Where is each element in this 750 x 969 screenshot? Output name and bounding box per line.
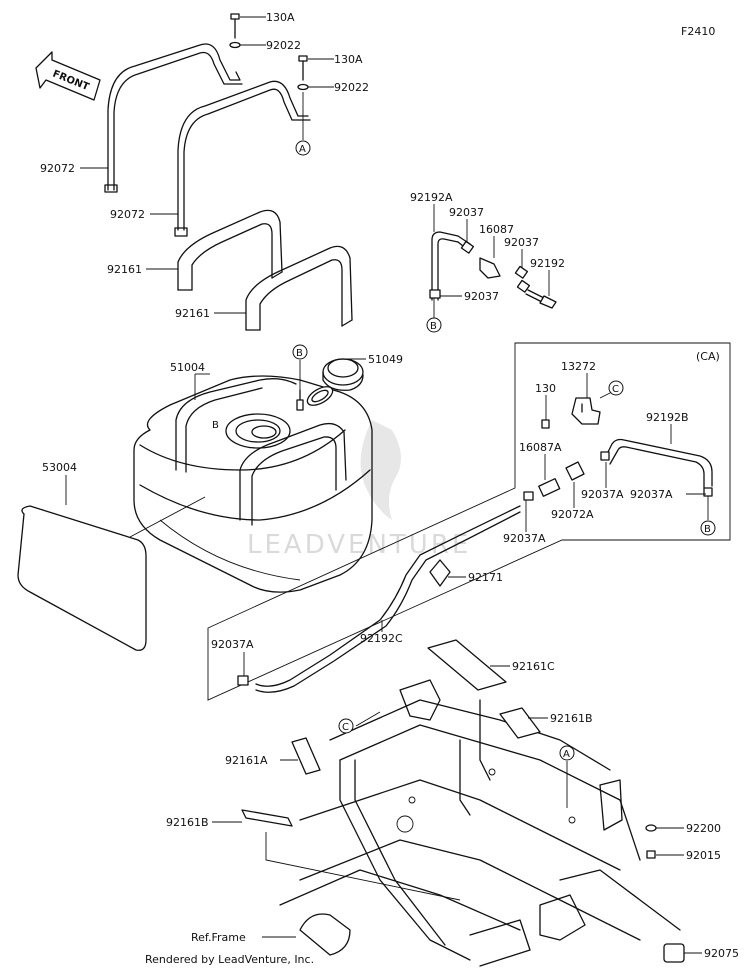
label-92037a-3: 92037A	[503, 532, 546, 545]
pad-92161c	[427, 639, 507, 691]
washer-92200	[645, 824, 657, 832]
bolt-130a-1	[229, 13, 241, 49]
tank-strap-2	[174, 80, 311, 237]
callout-a-top-label: A	[299, 144, 306, 155]
part-labels: 130A 92022 130A 92022 92072 92072 92161 …	[40, 11, 739, 960]
label-92161-2: 92161	[175, 307, 210, 320]
label-92161a: 92161A	[225, 754, 268, 767]
bolt-130a-2	[297, 55, 309, 91]
callout-c-frame-label: C	[342, 722, 349, 733]
canister-bracket	[571, 397, 601, 425]
vent-tube-92192c	[237, 505, 521, 693]
filler-neck-ring	[306, 386, 334, 406]
pad-92161b-1	[499, 707, 541, 739]
label-92200: 92200	[686, 822, 721, 835]
vent-hose-assembly	[429, 231, 557, 309]
tank-b-mark: B	[212, 420, 219, 431]
label-13272: 13272	[561, 360, 596, 373]
label-130: 130	[535, 382, 556, 395]
label-53004: 53004	[42, 461, 77, 474]
fuel-tank	[133, 375, 373, 593]
bolt-130	[541, 419, 550, 429]
callout-a-frame	[559, 745, 575, 761]
label-92072a: 92072A	[551, 508, 594, 521]
pad-92075	[663, 943, 685, 963]
label-92037-1: 92037	[449, 206, 484, 219]
callout-b-vent	[426, 317, 442, 333]
label-92161-1: 92161	[107, 263, 142, 276]
footer-text: Rendered by LeadVenture, Inc.	[145, 953, 314, 966]
leader-lines	[65, 16, 709, 954]
label-92022-1: 92022	[266, 39, 301, 52]
label-92171: 92171	[468, 571, 503, 584]
label-92192c: 92192C	[360, 632, 403, 645]
label-92161b-2: 92161B	[166, 816, 209, 829]
canister	[523, 461, 585, 501]
pad-92161a	[291, 737, 321, 775]
label-92192a: 92192A	[410, 191, 453, 204]
label-130a-1: 130A	[266, 11, 295, 24]
label-51049: 51049	[368, 353, 403, 366]
label-92037a-1: 92037A	[581, 488, 624, 501]
label-92037a-4: 92037A	[211, 638, 254, 651]
label-92072-2: 92072	[110, 208, 145, 221]
label-92037a-2: 92037A	[630, 488, 673, 501]
callout-b-tank	[292, 344, 308, 360]
label-92075: 92075	[704, 947, 739, 960]
watermark: LEADVENTURE	[247, 420, 471, 560]
label-92072-1: 92072	[40, 162, 75, 175]
clamp-92171	[429, 559, 451, 587]
label-130a-2: 130A	[334, 53, 363, 66]
callout-a-top	[295, 140, 311, 156]
label-92161b-1: 92161B	[550, 712, 593, 725]
callout-c-ca-label: C	[612, 384, 619, 395]
callout-c-frame	[338, 718, 354, 734]
tank-strap-1	[104, 43, 243, 193]
nut-92015	[646, 850, 656, 859]
label-92037-3: 92037	[464, 290, 499, 303]
callout-c-ca	[608, 380, 624, 396]
label-92161c: 92161C	[512, 660, 555, 673]
pad-92161b-2	[241, 809, 293, 827]
callout-b-ca-label: B	[704, 524, 711, 535]
label-92022-2: 92022	[334, 81, 369, 94]
ca-variant-label: (CA)	[696, 350, 720, 363]
fuel-cap	[322, 358, 364, 391]
label-92037-2: 92037	[504, 236, 539, 249]
label-92192b: 92192B	[646, 411, 689, 424]
strap-pad-1	[177, 209, 283, 291]
label-92192: 92192	[530, 257, 565, 270]
ref-frame-label: Ref.Frame	[191, 931, 246, 944]
ca-variant-box	[207, 342, 731, 701]
callout-a-frame-label: A	[563, 749, 570, 760]
label-51004: 51004	[170, 361, 205, 374]
strap-pad-2	[245, 245, 353, 331]
callout-b-tank-label: B	[296, 348, 303, 359]
callout-b-ca	[700, 520, 716, 536]
label-16087: 16087	[479, 223, 514, 236]
vehicle-frame	[279, 679, 681, 967]
heat-shield	[17, 505, 147, 651]
figure-code: F2410	[681, 25, 715, 38]
label-16087a: 16087A	[519, 441, 562, 454]
vent-hose-92192b	[600, 438, 713, 497]
front-arrow-icon: FRONT	[35, 51, 101, 101]
callout-b-vent-label: B	[430, 321, 437, 332]
label-92015: 92015	[686, 849, 721, 862]
watermark-text: LEADVENTURE	[247, 530, 471, 560]
